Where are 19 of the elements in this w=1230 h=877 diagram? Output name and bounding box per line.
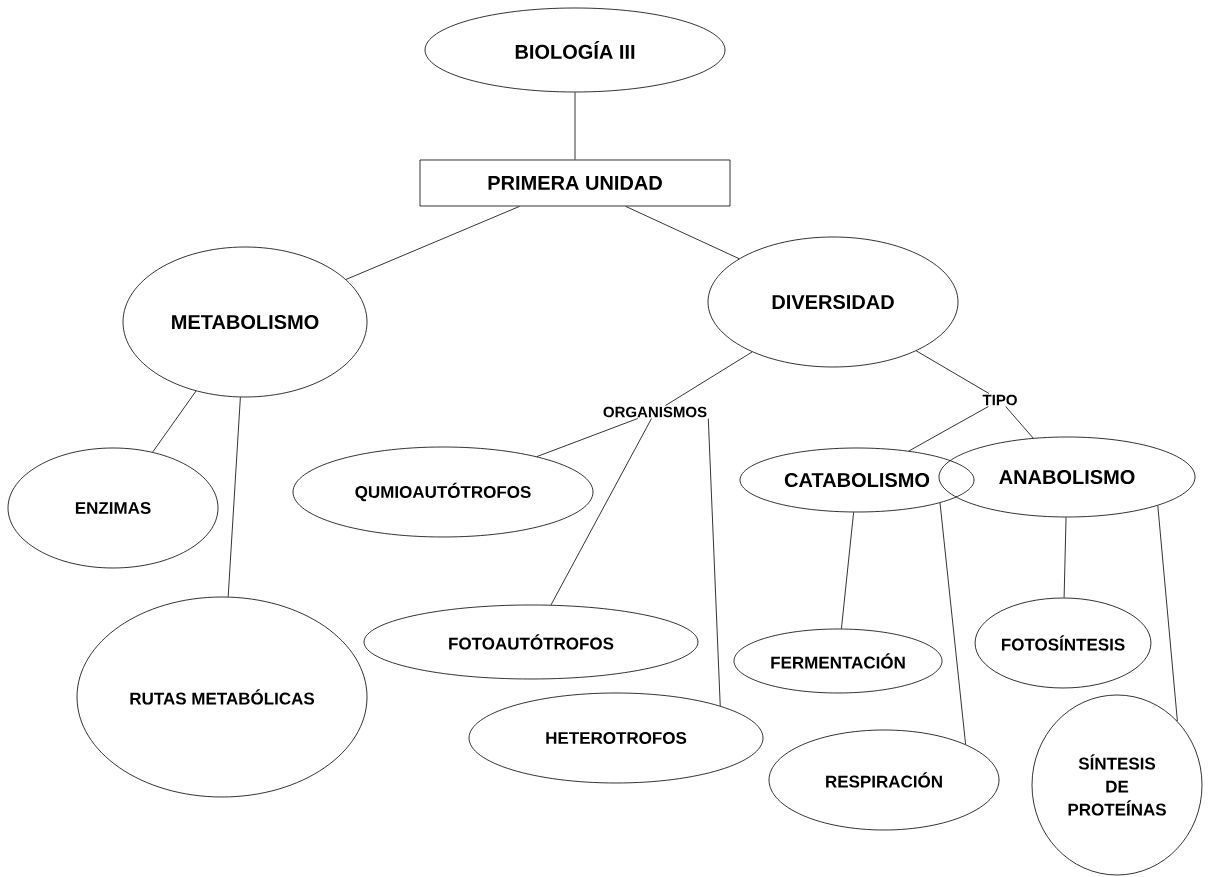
linking-word: TIPO [982, 394, 1017, 406]
connector-line [707, 418, 721, 707]
connector-line [915, 350, 990, 394]
connector-line [939, 502, 966, 745]
connector-line [908, 406, 989, 452]
connector-line [227, 396, 241, 598]
connector-line [550, 418, 652, 606]
concept-box: PRIMERA UNIDAD [419, 159, 731, 207]
connector-line [152, 390, 197, 453]
connector-line [574, 92, 576, 160]
connector-line [1063, 517, 1067, 598]
connector-line [841, 512, 854, 629]
linking-word: ORGANISMOS [603, 406, 707, 418]
connector-line [1005, 406, 1034, 439]
connector-line [536, 418, 639, 457]
connector-line [625, 206, 740, 260]
connector-line [345, 206, 520, 280]
connector-line [665, 351, 753, 406]
connector-line [1157, 505, 1178, 722]
